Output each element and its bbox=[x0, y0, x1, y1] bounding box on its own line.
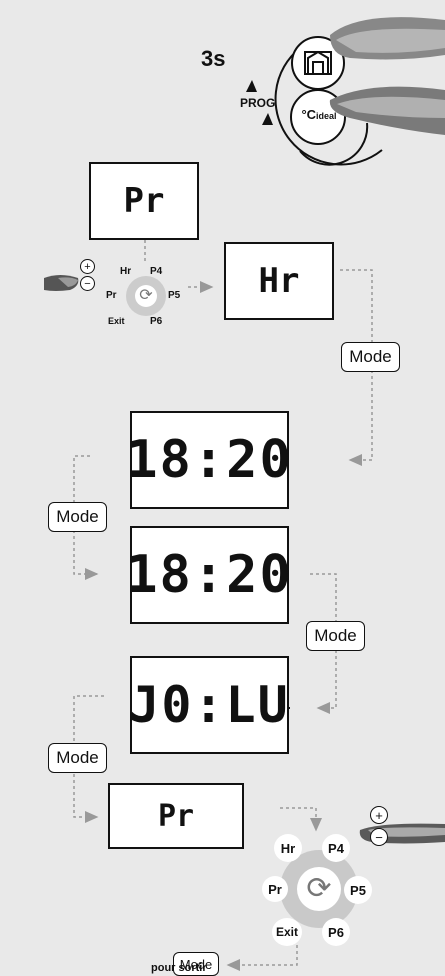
lcd-text-pr-2: Pr bbox=[158, 799, 194, 834]
prog-label: PROG bbox=[240, 96, 275, 110]
lcd-screen-hr: Hr bbox=[224, 242, 334, 320]
mode-label: Mode bbox=[349, 347, 392, 367]
cycle-icon: ⟳ bbox=[135, 285, 157, 307]
mode-home-button[interactable] bbox=[292, 37, 344, 89]
dial-p4-text: P4 bbox=[328, 841, 344, 856]
lcd-screen-hour-blink: 18:20 bbox=[130, 411, 289, 509]
lcd-text-minute: 18:20 bbox=[126, 545, 293, 605]
lcd-text-pr: Pr bbox=[124, 181, 165, 221]
lcd-text-hr: Hr bbox=[259, 261, 300, 301]
mode-button-4[interactable]: Mode bbox=[48, 743, 107, 773]
dial-exit-2: Exit bbox=[272, 918, 302, 946]
dial-pr: Pr bbox=[106, 290, 117, 301]
dial-pr-text: Pr bbox=[268, 882, 282, 897]
mode-button-1[interactable]: Mode bbox=[341, 342, 400, 372]
dial-p5-2: P5 bbox=[344, 876, 372, 904]
lcd-screen-pr: Pr bbox=[89, 162, 199, 240]
dial-exit: Exit bbox=[108, 316, 125, 326]
dial-hr-2: Hr bbox=[274, 834, 302, 862]
minus-button[interactable]: − bbox=[80, 276, 95, 291]
duration-label: 3s bbox=[201, 46, 225, 72]
lcd-text-day: J0:LU bbox=[129, 676, 290, 734]
dial-p4: P4 bbox=[150, 266, 162, 277]
lcd-text-hour: 18:20 bbox=[126, 430, 293, 490]
program-dial-large: ⟳ Hr P4 Pr P5 Exit P6 bbox=[262, 832, 374, 948]
mode-label: Mode bbox=[314, 626, 357, 646]
finger-bottom bbox=[330, 87, 445, 135]
lcd-screen-day-blink: J0:LU bbox=[130, 656, 289, 754]
mode-label: Mode bbox=[56, 748, 99, 768]
mode-button-3[interactable]: Mode bbox=[306, 621, 365, 651]
cycle-icon: ⟳ bbox=[297, 867, 341, 911]
dial-hr: Hr bbox=[120, 266, 131, 277]
celsius-prefix: °C bbox=[301, 107, 316, 122]
finger-left bbox=[44, 275, 78, 291]
ideal-button[interactable]: °Cideal bbox=[296, 106, 342, 124]
dial-p4-2: P4 bbox=[322, 834, 350, 862]
dial-p5: P5 bbox=[168, 290, 180, 301]
dial-p6-text: P6 bbox=[328, 925, 344, 940]
mode-button-2[interactable]: Mode bbox=[48, 502, 107, 532]
mode-label: Mode bbox=[56, 507, 99, 527]
dial-p6-2: P6 bbox=[322, 918, 350, 946]
plus-button[interactable]: + bbox=[80, 259, 95, 274]
exit-caption: pour sortir bbox=[151, 962, 207, 974]
finger-top bbox=[330, 17, 445, 59]
dial-p6: P6 bbox=[150, 316, 162, 327]
minus-glyph: − bbox=[84, 278, 90, 290]
dial-p5-text: P5 bbox=[350, 883, 366, 898]
dial-hr-text: Hr bbox=[281, 841, 295, 856]
dial-exit-text: Exit bbox=[276, 925, 298, 939]
lcd-screen-pr-2: Pr bbox=[108, 783, 244, 849]
lcd-screen-minute-blink: 18:20 bbox=[130, 526, 289, 624]
plus-button-right[interactable]: + bbox=[370, 806, 388, 824]
plus-glyph: + bbox=[84, 261, 90, 273]
ideal-text: ideal bbox=[316, 111, 337, 121]
plus-glyph: + bbox=[375, 808, 383, 823]
dial-pr-2: Pr bbox=[262, 876, 288, 902]
minus-glyph: − bbox=[375, 830, 383, 845]
program-dial-small: ⟳ Hr P4 Pr P5 Exit P6 bbox=[104, 264, 188, 328]
